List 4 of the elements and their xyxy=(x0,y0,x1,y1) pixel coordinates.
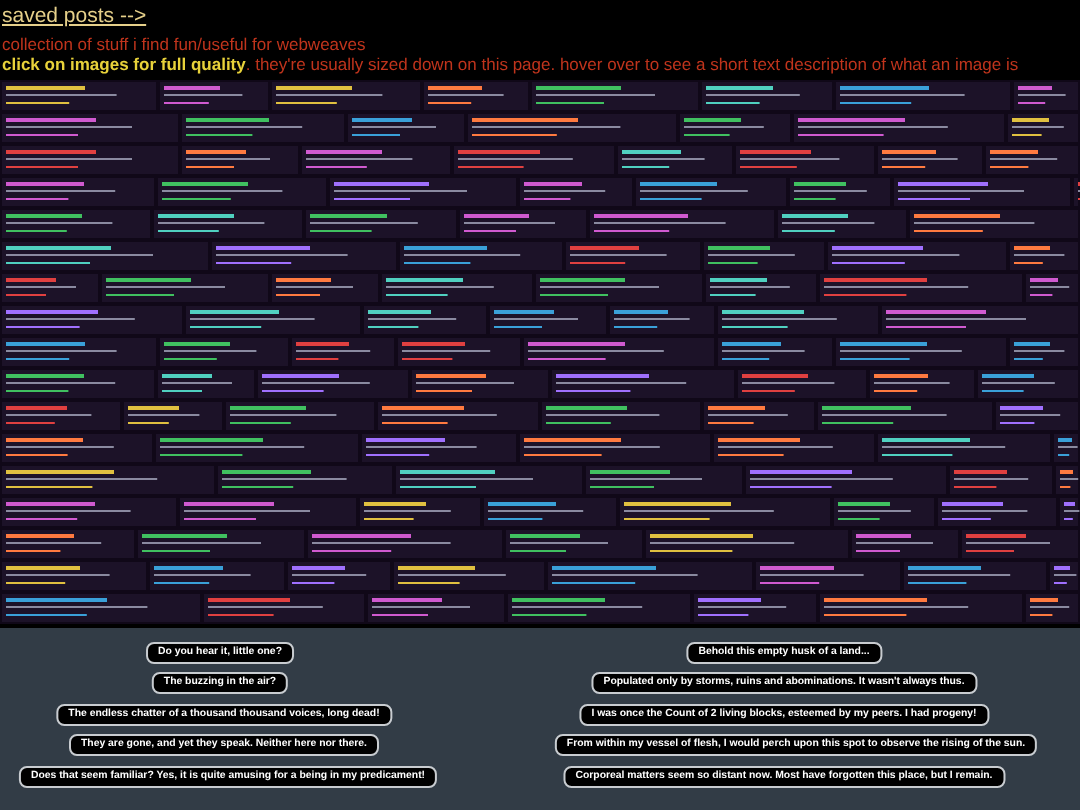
screenshot-collage-drawing xyxy=(0,80,1080,624)
instruction-text: click on images for full quality. they're usually sized down on this page. hover over to see a short text description of what an image is xyxy=(2,54,1019,74)
page-heading-link: saved posts --> xyxy=(2,4,147,28)
description-text: collection of stuff i find fun/useful for webweaves xyxy=(2,34,366,54)
